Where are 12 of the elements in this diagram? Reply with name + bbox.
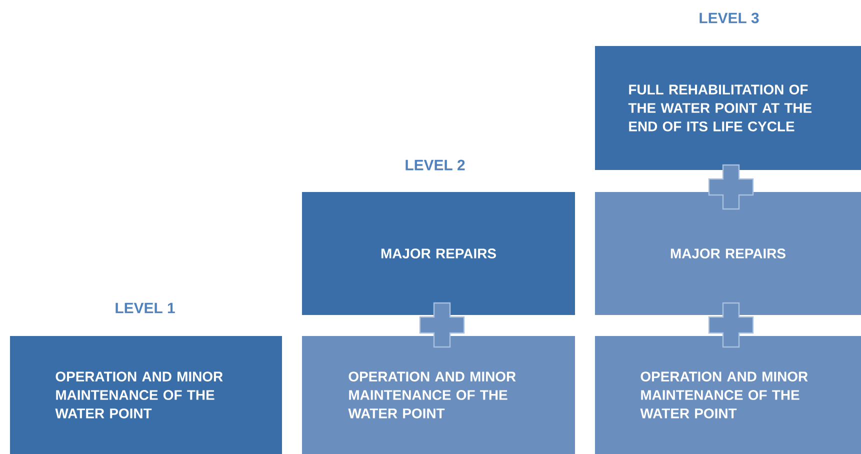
- level-heading: LEVEL 1: [116, 302, 175, 314]
- process-box: MAJOR REPAIRS: [302, 192, 575, 315]
- process-box: FULL REHABILITATION OF THE WATER POINT AT THE END OF ITS LIFE CYCLE: [595, 46, 861, 170]
- process-box: OPERATION AND MINOR MAINTENANCE OF THE WATER POINT: [10, 336, 282, 454]
- process-box: OPERATION AND MINOR MAINTENANCE OF THE WATER POINT: [595, 336, 861, 454]
- process-box: OPERATION AND MINOR MAINTENANCE OF THE WATER POINT: [302, 336, 575, 454]
- plus-sign: [708, 302, 754, 348]
- level-heading: LEVEL 3: [700, 12, 759, 24]
- plus-sign: [708, 164, 754, 210]
- process-box: MAJOR REPAIRS: [595, 192, 861, 315]
- level-heading: LEVEL 2: [406, 160, 465, 170]
- plus-sign: [419, 302, 465, 348]
